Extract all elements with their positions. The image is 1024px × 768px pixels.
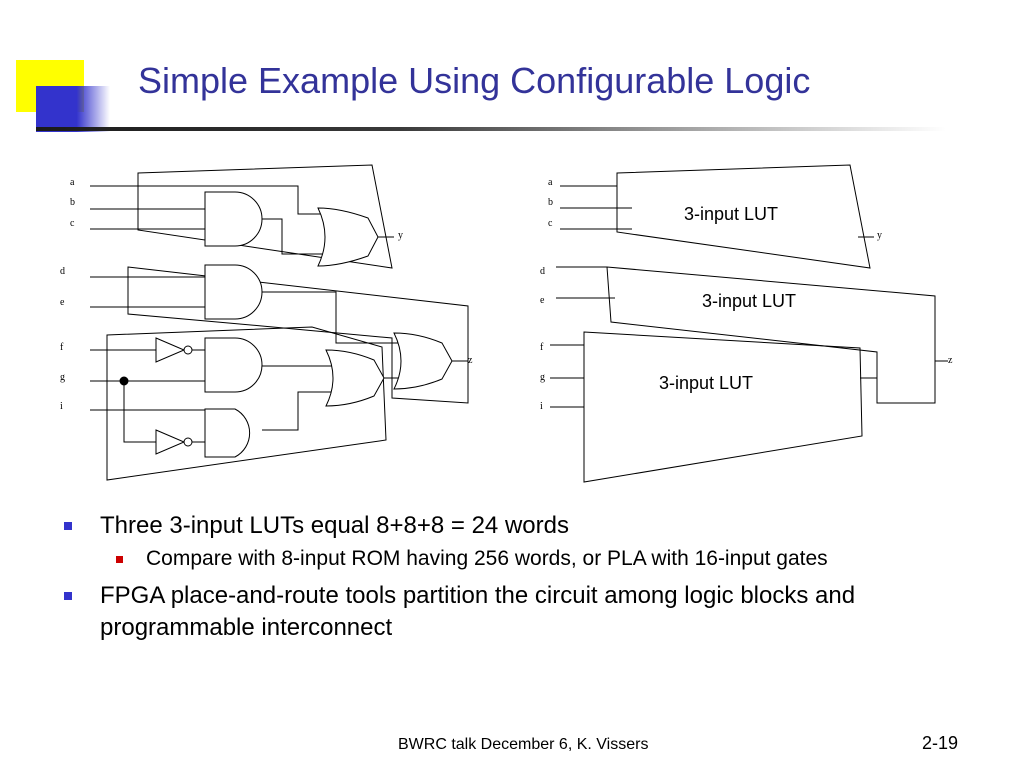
partition-outline-1 (137, 164, 393, 269)
footer-text: BWRC talk December 6, K. Vissers (398, 736, 649, 753)
bullet-marker (64, 592, 72, 600)
junction-dot (119, 376, 129, 386)
input-label-b: b (70, 197, 75, 208)
output-label-z: z (468, 355, 473, 366)
lut-output-label-z: z (948, 355, 953, 366)
lut-output-label-y: y (877, 230, 882, 241)
bullet-list: Three 3-input LUTs equal 8+8+8 = 24 word… (62, 510, 1007, 646)
lut-input-label-a: a (548, 177, 553, 188)
partition-outline-2 (127, 266, 469, 404)
sub-bullet-marker (116, 556, 123, 563)
lut-block-2 (606, 266, 936, 404)
bullet-text: Three 3-input LUTs equal 8+8+8 = 24 word… (100, 512, 569, 539)
input-label-a: a (70, 177, 75, 188)
lut-mapping: 3-input LUT 3-input LUT 3-input LUT a b … (540, 164, 953, 483)
wire-and4-or2 (262, 391, 334, 431)
bullet-marker (64, 522, 72, 530)
and-gate-1 (204, 191, 263, 247)
lut-label-1: 3-input LUT (684, 204, 778, 224)
slide-title: Simple Example Using Configurable Logic (138, 60, 811, 101)
decor-blue-square (36, 86, 110, 132)
gate-circuit: a b c d e f g i y z (60, 164, 473, 481)
inverter-2 (155, 429, 186, 455)
output-label-y: y (398, 230, 403, 241)
inverter-1-bubble (183, 345, 193, 355)
lut-input-label-c: c (548, 218, 553, 229)
page-number: 2-19 (922, 733, 959, 753)
lut-input-label-i: i (540, 401, 543, 412)
input-label-f: f (60, 342, 64, 353)
bullet-item-1: Three 3-input LUTs equal 8+8+8 = 24 word… (62, 510, 1007, 542)
or-gate-2 (325, 349, 385, 407)
sub-bullet-text: Compare with 8-input ROM having 256 word… (146, 547, 828, 570)
wire-g-branch (123, 381, 156, 443)
lut-block-3 (583, 331, 863, 483)
wire-and1-or1 (262, 218, 325, 255)
inverter-2-bubble (183, 437, 193, 447)
lut-input-label-d: d (540, 266, 545, 277)
input-label-e: e (60, 297, 65, 308)
lut-input-label-g: g (540, 372, 545, 383)
sub-bullet-item-1: Compare with 8-input ROM having 256 word… (116, 544, 1007, 574)
title-underline (36, 127, 946, 131)
or-gate-3 (393, 332, 453, 390)
and-gate-3 (204, 337, 263, 393)
lut-label-2: 3-input LUT (702, 291, 796, 311)
lut-input-label-f: f (540, 342, 544, 353)
lut-input-label-e: e (540, 295, 545, 306)
wire-a (90, 185, 325, 215)
input-label-d: d (60, 266, 65, 277)
lut-block-1 (616, 164, 871, 269)
and-gate-4 (204, 408, 251, 458)
and-gate-2 (204, 264, 263, 320)
input-label-g: g (60, 372, 65, 383)
or-gate-1 (317, 207, 379, 267)
lut-label-3: 3-input LUT (659, 373, 753, 393)
input-label-c: c (70, 218, 75, 229)
inverter-1 (155, 337, 186, 363)
lut-input-label-b: b (548, 197, 553, 208)
input-label-i: i (60, 401, 63, 412)
bullet-item-2: FPGA place-and-route tools partition the… (62, 580, 1007, 644)
wire-and2-or3 (262, 291, 402, 344)
bullet-text: FPGA place-and-route tools partition the… (100, 582, 856, 641)
partition-outline-3 (106, 326, 387, 481)
